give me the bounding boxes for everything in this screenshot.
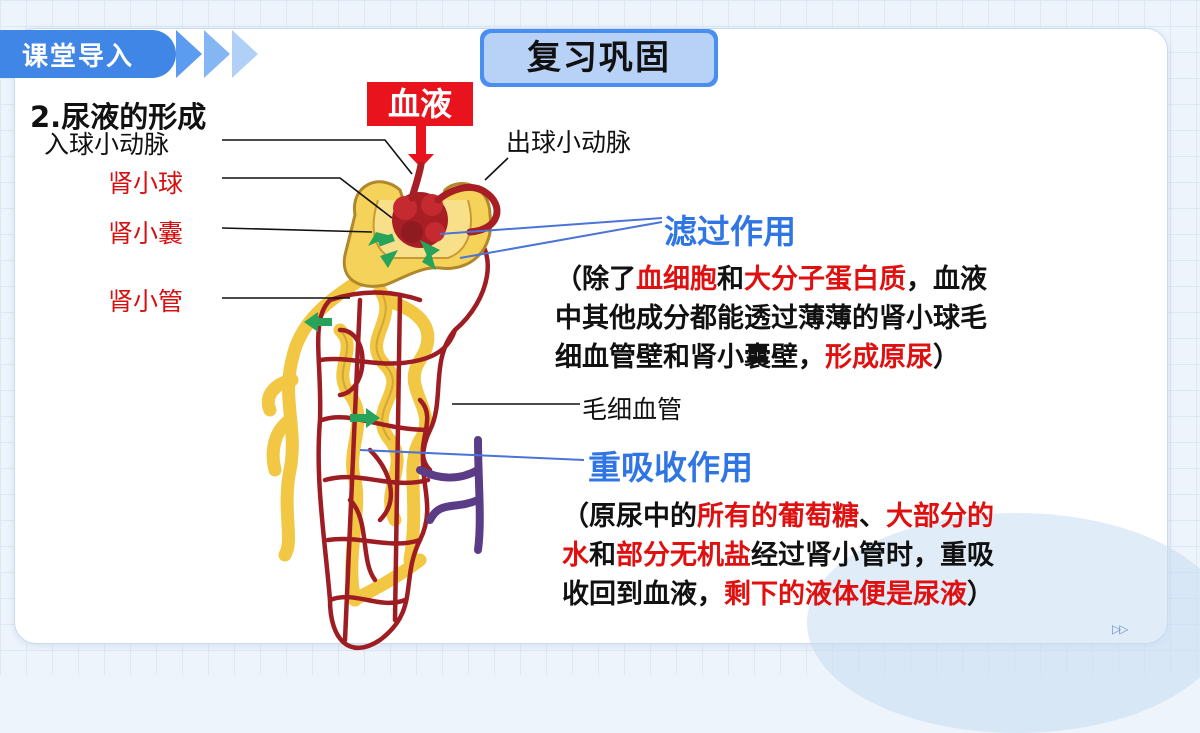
reabsorption-heading: 重吸收作用 <box>588 448 753 487</box>
text-line: （除了血细胞和大分子蛋白质，血液 <box>555 260 987 299</box>
process-pointers <box>359 217 663 461</box>
section-heading: 2.尿液的形成 <box>30 100 207 134</box>
capillary-network <box>316 229 490 651</box>
text-segment: 经过肾小管时，重吸 <box>751 540 994 571</box>
nephron-diagram <box>221 126 663 651</box>
text-segment: ） <box>967 579 994 610</box>
next-page-icon[interactable]: ▷▷ <box>1112 622 1129 636</box>
blood-label: 血液 <box>367 82 473 126</box>
text-segment: 中其他成分都能透过薄薄的肾小球毛 <box>555 303 987 334</box>
capsule-label: 肾小囊 <box>108 219 184 248</box>
capillary-label: 毛细血管 <box>582 395 683 424</box>
text-segment: 和 <box>589 540 616 571</box>
text-line: 中其他成分都能透过薄薄的肾小球毛 <box>555 299 987 338</box>
glomerulus <box>392 192 448 248</box>
text-segment: 和 <box>717 264 744 295</box>
text-line: （原尿中的所有的葡萄糖、大部分的 <box>562 497 994 536</box>
highlighted-term: 部分无机盐 <box>616 540 751 571</box>
afferent-arteriole-label: 入球小动脉 <box>44 130 170 159</box>
text-segment: ，血液 <box>906 264 987 295</box>
efferent-arteriole-label: 出球小动脉 <box>506 128 632 157</box>
text-segment: 收回到血液， <box>562 579 724 610</box>
text-line: 水和部分无机盐经过肾小管时，重吸 <box>562 536 994 575</box>
banner-label: 课堂导入 <box>22 42 135 72</box>
section-banner: 课堂导入 <box>0 30 260 78</box>
highlighted-term: 形成原尿 <box>825 342 933 373</box>
highlighted-term: 大部分的 <box>886 501 994 532</box>
text-segment: 细血管壁和肾小囊壁， <box>555 342 825 373</box>
highlighted-term: 剩下的液体便是尿液 <box>724 579 967 610</box>
highlighted-term: 大分子蛋白质 <box>744 264 906 295</box>
filtration-arrow-icon <box>368 232 440 270</box>
chevron-icon <box>232 30 258 78</box>
chevron-icon <box>204 30 230 78</box>
text-line: 细血管壁和肾小囊壁，形成原尿） <box>555 338 987 377</box>
banner-ribbon <box>0 30 176 78</box>
label-pointers <box>221 139 580 405</box>
text-segment: （除了 <box>555 264 636 295</box>
text-line: 收回到血液，剩下的液体便是尿液） <box>562 575 994 614</box>
reabsorption-arrow-icon <box>304 312 380 428</box>
blood-arrow-icon <box>408 126 434 168</box>
text-segment: 、 <box>859 501 886 532</box>
page-title: 复习巩固 <box>484 33 714 83</box>
highlighted-term: 水 <box>562 540 589 571</box>
highlighted-term: 血细胞 <box>636 264 717 295</box>
reabsorption-description: （原尿中的所有的葡萄糖、大部分的水和部分无机盐经过肾小管时，重吸收回到血液，剩下… <box>562 497 994 614</box>
glomerulus-label: 肾小球 <box>108 169 184 198</box>
text-segment: ） <box>933 342 960 373</box>
chevron-icon <box>176 30 202 78</box>
text-segment: （原尿中的 <box>562 501 697 532</box>
arterioles <box>408 161 501 236</box>
filtration-description: （除了血细胞和大分子蛋白质，血液中其他成分都能透过薄薄的肾小球毛细血管壁和肾小囊… <box>555 260 987 377</box>
filtration-heading: 滤过作用 <box>664 212 796 251</box>
renal-vein <box>416 436 484 554</box>
title-box: 复习巩固 <box>480 29 718 87</box>
tubule-label: 肾小管 <box>108 287 184 316</box>
highlighted-term: 所有的葡萄糖 <box>697 501 859 532</box>
